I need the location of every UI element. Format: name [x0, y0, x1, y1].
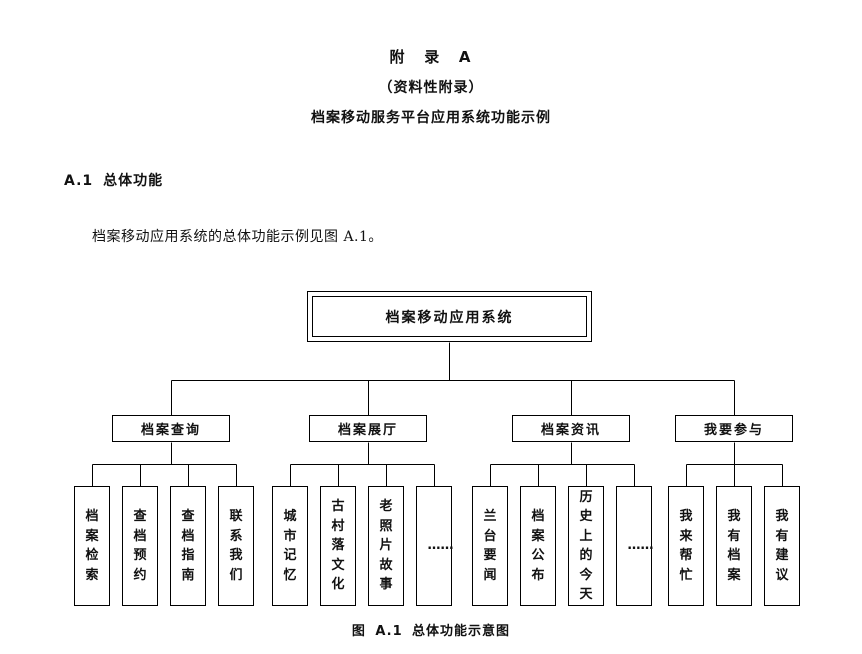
leaf-box: 我来帮忙	[668, 486, 704, 606]
branch-box-archive-news: 档案资讯	[512, 415, 630, 442]
branch-label: 档案资讯	[540, 423, 601, 438]
leaf-box: ……	[416, 486, 454, 606]
leaf-label: 我有建议	[775, 509, 789, 583]
section-number: A.1	[64, 173, 94, 189]
leaf-label: 联系我们	[229, 509, 243, 583]
leaf-box: 查档指南	[170, 486, 206, 606]
leaf-box: 兰台要闻	[472, 486, 508, 606]
branch-label: 我要参与	[703, 423, 764, 438]
leaf-label: 历史上的今天	[579, 489, 593, 603]
leaf-box: 古村落文化	[320, 486, 356, 606]
leaf-label: ……	[427, 538, 454, 554]
section-heading: A.1 总体功能	[64, 170, 163, 190]
body-paragraph: 档案移动应用系统的总体功能示例见图 A.1。	[92, 229, 383, 245]
root-node-inner: 档案移动应用系统	[312, 296, 587, 337]
branch-box-archive-query: 档案查询	[112, 415, 230, 442]
leaf-box: 档案检索	[74, 486, 110, 606]
leaf-box: ……	[616, 486, 654, 606]
branch-box-participate: 我要参与	[675, 415, 793, 442]
root-node-label: 档案移动应用系统	[385, 309, 514, 326]
branch-box-archive-hall: 档案展厅	[309, 415, 427, 442]
leaf-box: 档案公布	[520, 486, 556, 606]
leaf-label: ……	[627, 538, 654, 554]
leaf-box: 城市记忆	[272, 486, 308, 606]
leaf-box: 查档预约	[122, 486, 158, 606]
leaf-box: 老照片故事	[368, 486, 404, 606]
figure-caption: 图 A.1 总体功能示意图	[351, 624, 511, 639]
leaf-label: 查档预约	[133, 509, 147, 583]
branch-label: 档案查询	[140, 423, 201, 438]
leaf-box: 我有档案	[716, 486, 752, 606]
leaf-label: 我有档案	[727, 509, 741, 583]
branch-label: 档案展厅	[337, 423, 398, 438]
section-title: 总体功能	[103, 173, 164, 189]
leaf-box: 联系我们	[218, 486, 254, 606]
appendix-title: 附 录 A	[389, 48, 473, 66]
leaf-label: 兰台要闻	[483, 509, 497, 583]
leaf-box: 我有建议	[764, 486, 800, 606]
leaf-label: 查档指南	[181, 509, 195, 583]
leaf-label: 我来帮忙	[679, 509, 693, 583]
leaf-label: 古村落文化	[331, 499, 345, 593]
leaf-label: 老照片故事	[379, 499, 393, 593]
leaf-label: 档案公布	[531, 509, 545, 583]
leaf-label: 档案检索	[85, 509, 99, 583]
appendix-subtitle: （资料性附录）	[378, 80, 484, 96]
appendix-heading: 档案移动服务平台应用系统功能示例	[311, 110, 551, 126]
root-node-box: 档案移动应用系统	[307, 291, 592, 342]
leaf-label: 城市记忆	[283, 509, 297, 583]
leaf-box: 历史上的今天	[568, 486, 604, 606]
